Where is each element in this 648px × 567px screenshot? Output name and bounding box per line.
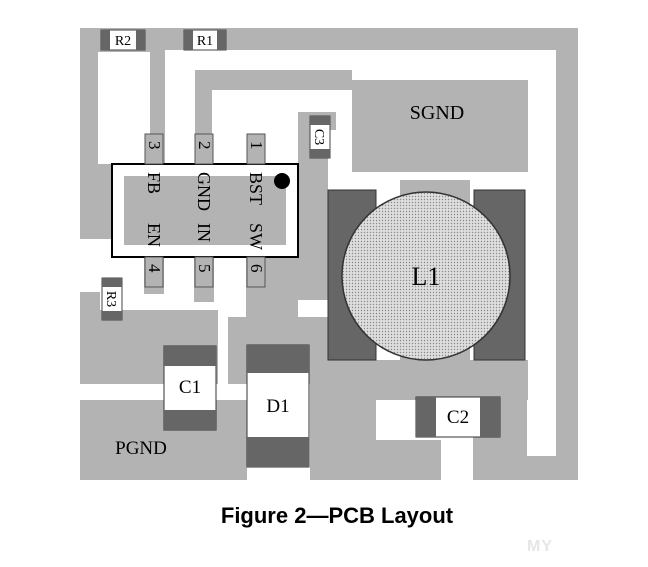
r3-label: R3	[103, 291, 118, 307]
ic-pin-number: 3	[145, 141, 164, 150]
c1-label: C1	[179, 377, 201, 398]
ic-pin-6	[246, 256, 266, 288]
c3-label: C3	[311, 129, 326, 145]
sgnd-plane	[352, 80, 536, 172]
r2-label: R2	[115, 34, 131, 49]
ic-pins	[144, 133, 266, 288]
capacitor-c2: C2	[415, 396, 501, 438]
ic-pin-5	[194, 256, 214, 288]
diode-d1: D1	[246, 344, 310, 468]
ic-inner-copper	[124, 176, 286, 245]
copper-l1-bottom	[376, 360, 556, 400]
ic-pin-number: 2	[195, 141, 214, 150]
ic-pin-name: FB	[144, 172, 164, 194]
copper-r3-area	[80, 292, 100, 310]
watermark: MY	[527, 538, 553, 555]
l1-label: L1	[412, 262, 441, 291]
sgnd-label: SGND	[410, 102, 464, 124]
c2-label: C2	[447, 407, 469, 428]
copper-r1-trace	[150, 28, 165, 164]
copper-bottom-right	[473, 456, 578, 480]
capacitor-c3: C3	[309, 115, 331, 159]
ic-pin-name: IN	[194, 223, 214, 242]
ic-pin-name: GND	[194, 172, 214, 211]
ic-u1	[111, 163, 299, 258]
pin1-marker-icon	[274, 173, 290, 189]
ic-pin-name: BST	[246, 172, 266, 205]
copper-top-bar	[165, 28, 578, 50]
copper-bottom-bar	[310, 440, 441, 480]
copper-ic-left	[80, 164, 112, 239]
resistor-r1: R1	[183, 29, 227, 51]
ic-pin-4	[144, 256, 164, 288]
ic-pin-number: 6	[247, 264, 266, 273]
ic-pin-number: 4	[145, 264, 164, 273]
figure-caption: Figure 2—PCB Layout	[220, 503, 454, 528]
resistor-r2: R2	[100, 29, 146, 51]
ic-pin-3	[144, 133, 164, 165]
copper-left-column	[80, 28, 98, 164]
copper-ic-right	[298, 230, 328, 300]
ic-pin-number: 1	[247, 141, 266, 150]
capacitor-c1: C1	[163, 345, 217, 431]
ic-pin-name: SW	[246, 223, 266, 250]
l1-body	[341, 191, 511, 361]
ic-pin-1	[246, 133, 266, 165]
inductor-l1: L1	[327, 189, 526, 361]
d1-label: D1	[266, 396, 289, 417]
r1-label: R1	[197, 34, 213, 49]
copper-clearances	[100, 52, 556, 456]
pgnd-label: PGND	[115, 438, 167, 459]
copper-right-column	[556, 28, 578, 480]
resistor-r3: R3	[101, 277, 123, 321]
copper-mid-bar	[195, 70, 352, 90]
ic-pin-2	[194, 133, 214, 165]
ic-pin-number: 5	[195, 264, 214, 273]
ic-pin-name: EN	[144, 223, 164, 247]
